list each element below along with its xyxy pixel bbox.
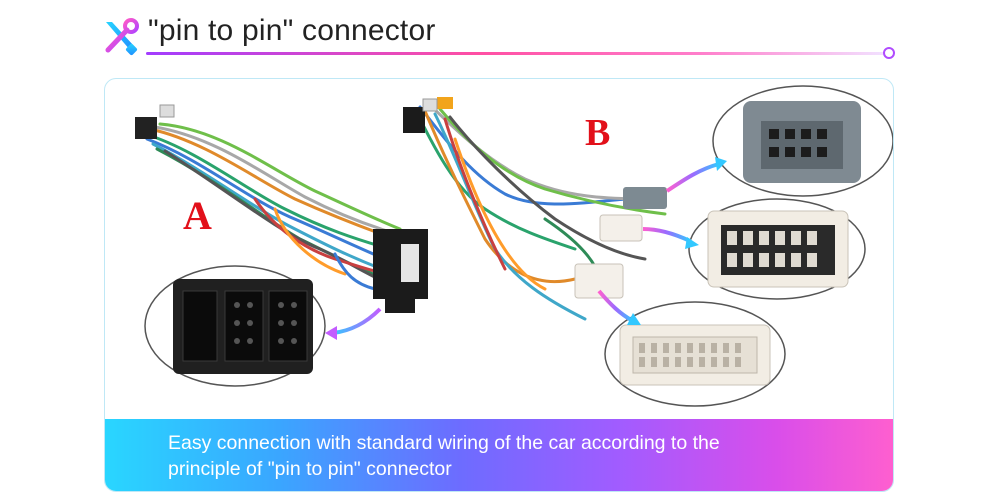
oval-a-connector-closeup [144,265,326,387]
oval-b3-white-connector [604,301,786,407]
caption-line-1: Easy connection with standard wiring of … [168,432,720,454]
harness-a-plug-small [135,117,157,139]
caption-band [105,419,893,491]
harness-b-tab-yellow [437,97,453,109]
product-card: A [104,78,894,492]
harness-a-black-connector [373,229,428,313]
harness-b-plug-black [403,107,425,133]
title-underline [146,52,884,55]
harness-b-wires [413,103,667,321]
underline-ring-decoration [883,47,895,59]
harness-b-white-plug-1 [599,214,643,242]
harness-b-grey-plug [623,187,667,209]
label-b: B [585,112,610,154]
harness-a-wires [143,122,402,291]
tools-icon [105,18,139,56]
harness-b-white-plug-2 [574,263,624,299]
oval-b2-white-connector [688,198,866,300]
arrow-b3 [597,289,634,323]
arrow-a [332,307,382,335]
harness-a-tab [159,104,175,118]
caption-text: Easy connection with standard wiring of … [168,430,868,482]
harness-illustration: A [135,85,893,407]
arrow-b1 [665,162,720,193]
label-a: A [183,193,212,238]
page-header: "pin to pin" connector [0,0,1000,70]
arrow-b2 [642,227,691,243]
oval-b1-grey-connector [712,85,893,197]
page-title: "pin to pin" connector [148,14,436,47]
caption-line-2: principle of "pin to pin" connector [168,458,452,480]
